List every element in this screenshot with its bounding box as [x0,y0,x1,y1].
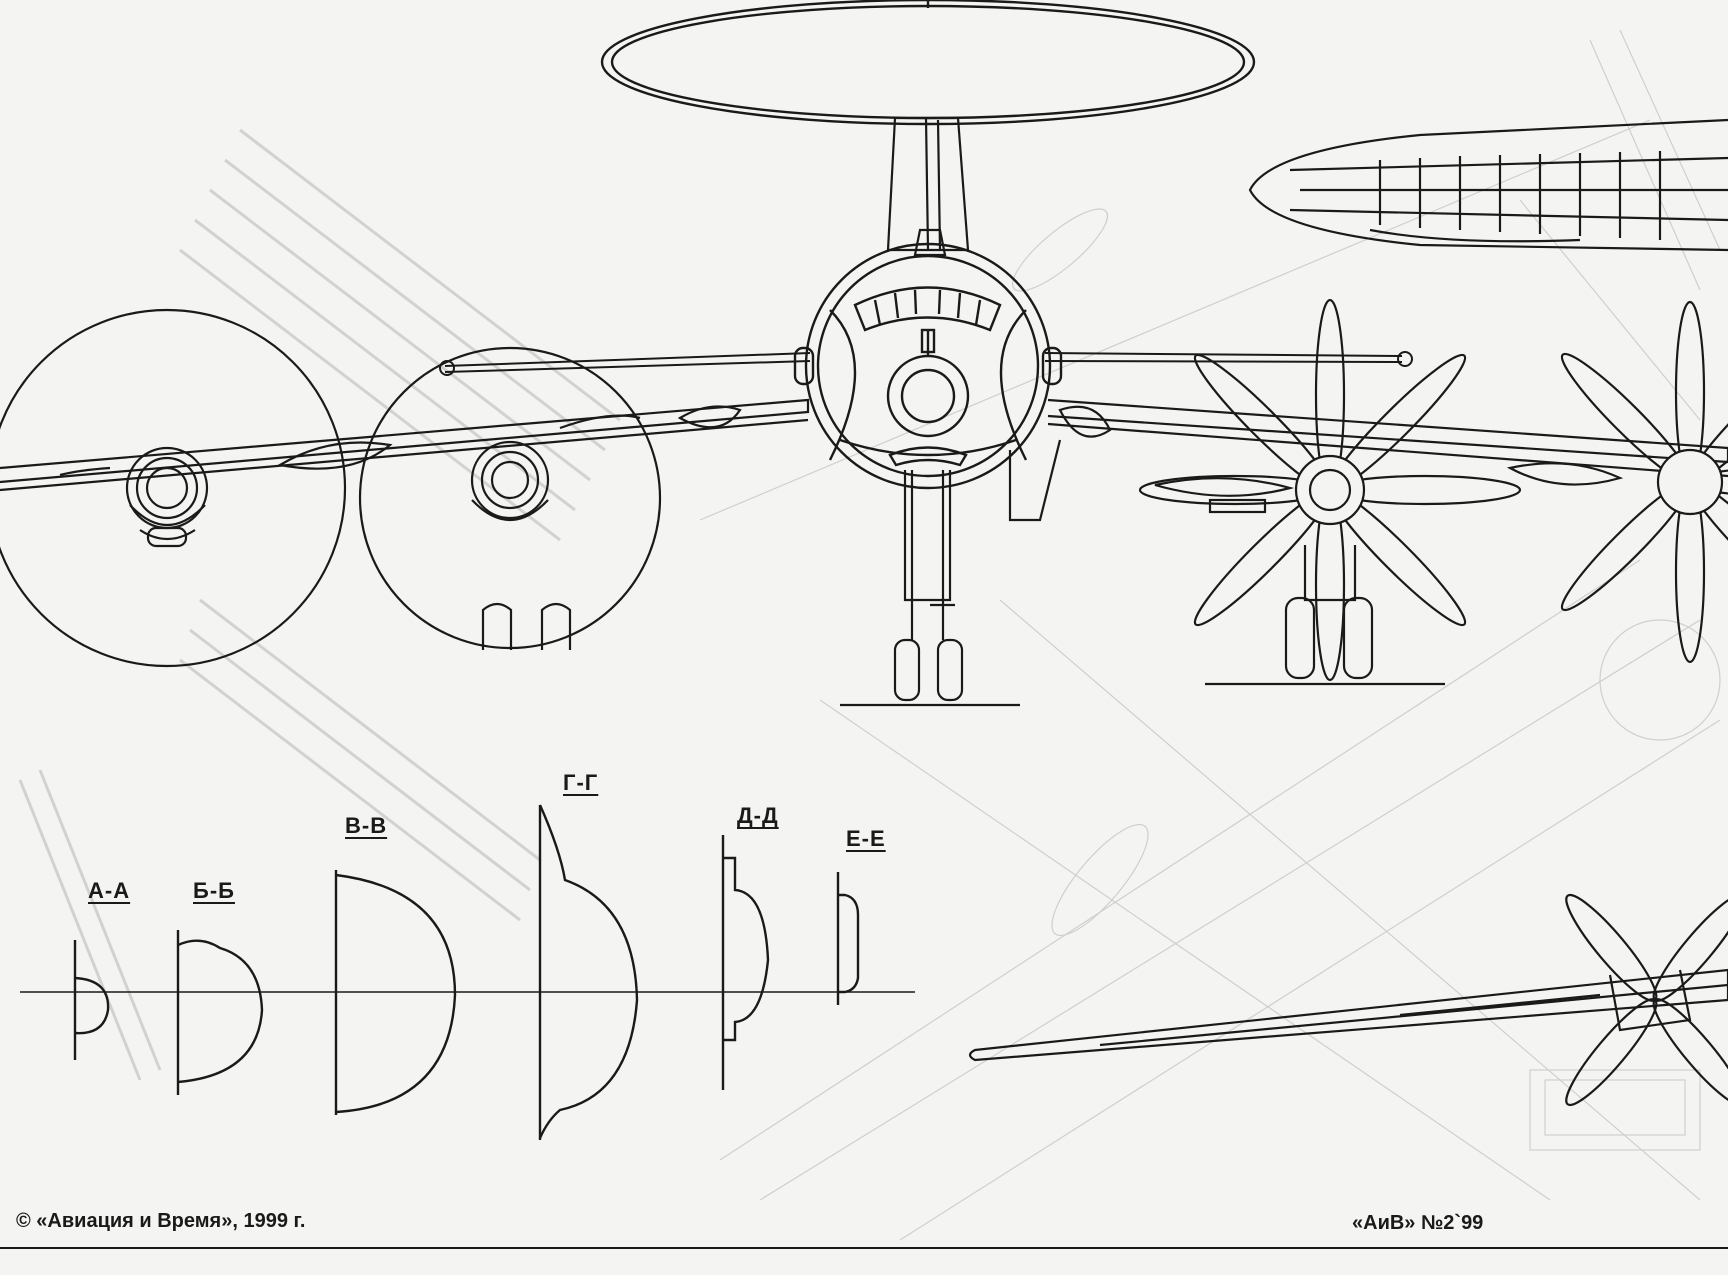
tail-fin [886,116,970,257]
right-inner-propeller [1138,298,1522,686]
nose-gear [840,470,1020,707]
section-bb [176,930,264,1095]
left-inner-engine [358,346,662,650]
issue-number: «АиВ» №2`99 [1352,1212,1484,1234]
section-aa [73,940,110,1060]
section-gg [538,804,639,1140]
section-label-dd: Д-Д [737,803,779,828]
copyright-note: © «Авиация и Время», 1999 г. [16,1210,306,1232]
fuselage-front [793,242,1063,490]
radome-side-view [1248,118,1728,252]
section-label-bb: Б-Б [193,878,235,903]
section-label-vv: В-В [345,813,388,838]
wing-plan-view [968,893,1728,1107]
background-show-through [699,29,1721,1241]
left-outer-engine [0,308,347,668]
section-ee [836,872,860,1005]
radome-dish [600,0,1256,126]
left-wing [0,398,810,492]
section-label-gg: Г-Г [563,770,599,795]
show-through-text [18,128,621,1081]
section-dd [721,835,770,1090]
section-label-aa: А-А [88,878,131,903]
section-vv [334,870,457,1115]
section-label-ee: Е-Е [846,826,886,851]
right-outer-propeller [1560,300,1728,664]
